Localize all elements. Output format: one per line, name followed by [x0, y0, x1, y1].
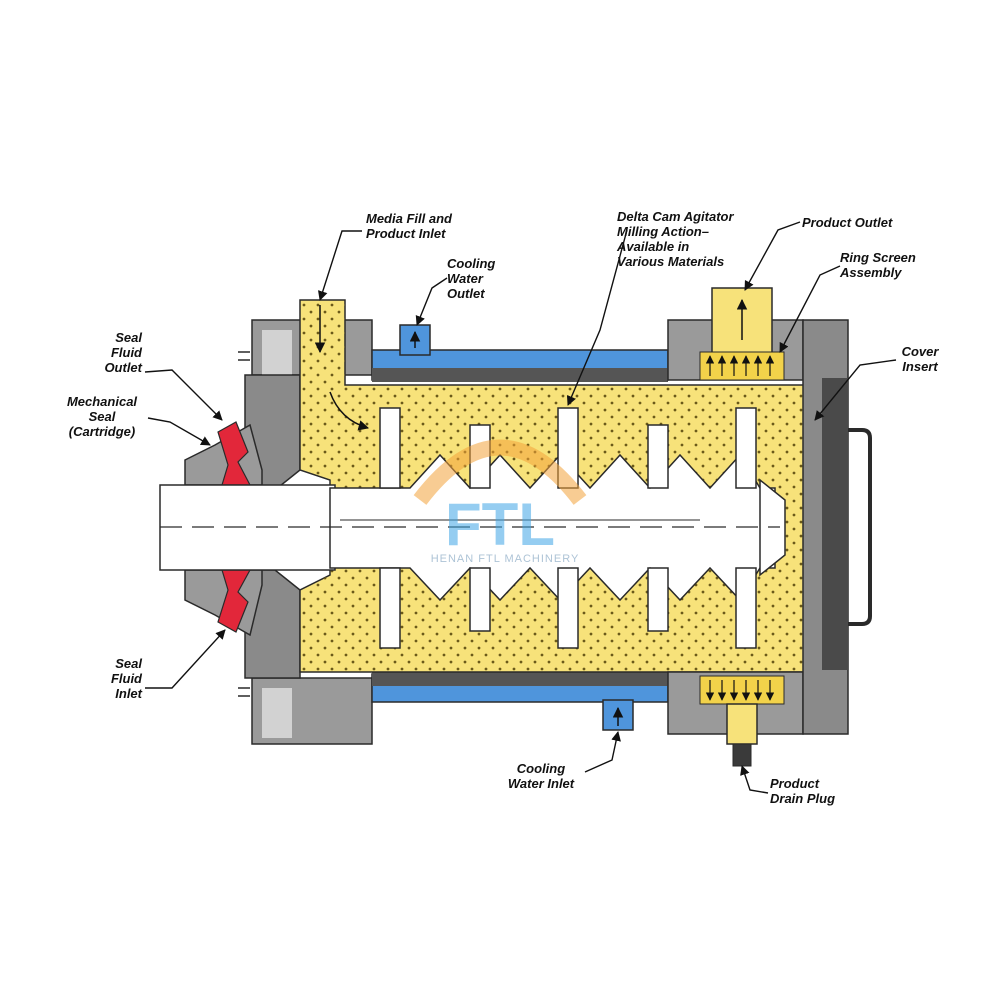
watermark-company: HENAN FTL MACHINERY	[430, 553, 580, 565]
ring-screen-top	[699, 351, 785, 381]
cooling-jacket	[371, 324, 669, 731]
label-media-fill-inlet: Media Fill and Product Inlet	[366, 211, 452, 241]
label-cover-insert: Cover Insert	[901, 344, 939, 374]
seal-element-bottom	[217, 569, 252, 633]
label-delta-cam-agitator: Delta Cam Agitator Milling Action– Avail…	[617, 209, 734, 269]
label-seal-fluid-inlet: Seal Fluid Inlet	[110, 656, 142, 701]
label-product-outlet: Product Outlet	[802, 215, 893, 230]
label-product-drain-plug: Product Drain Plug	[770, 776, 836, 806]
agitator-cams	[379, 407, 757, 649]
label-ring-screen-assembly: Ring Screen Assembly	[840, 250, 916, 280]
left-end-housing	[238, 319, 373, 745]
seal-cartridge	[184, 421, 263, 637]
label-mechanical-seal: Mechanical Seal (Cartridge)	[66, 394, 138, 439]
seal-element-top	[217, 421, 251, 486]
drain-plug	[732, 743, 752, 767]
agitator-shaft	[159, 407, 786, 649]
label-cooling-water-outlet: Cooling Water Outlet	[447, 256, 496, 301]
watermark-logo-text: FTL	[445, 491, 555, 558]
label-seal-fluid-outlet: Seal Fluid Outlet	[104, 330, 142, 375]
ftl-watermark: FTL	[413, 439, 587, 558]
ring-screen-bottom	[699, 675, 785, 705]
label-cooling-water-inlet: Cooling Water Inlet	[507, 761, 575, 791]
